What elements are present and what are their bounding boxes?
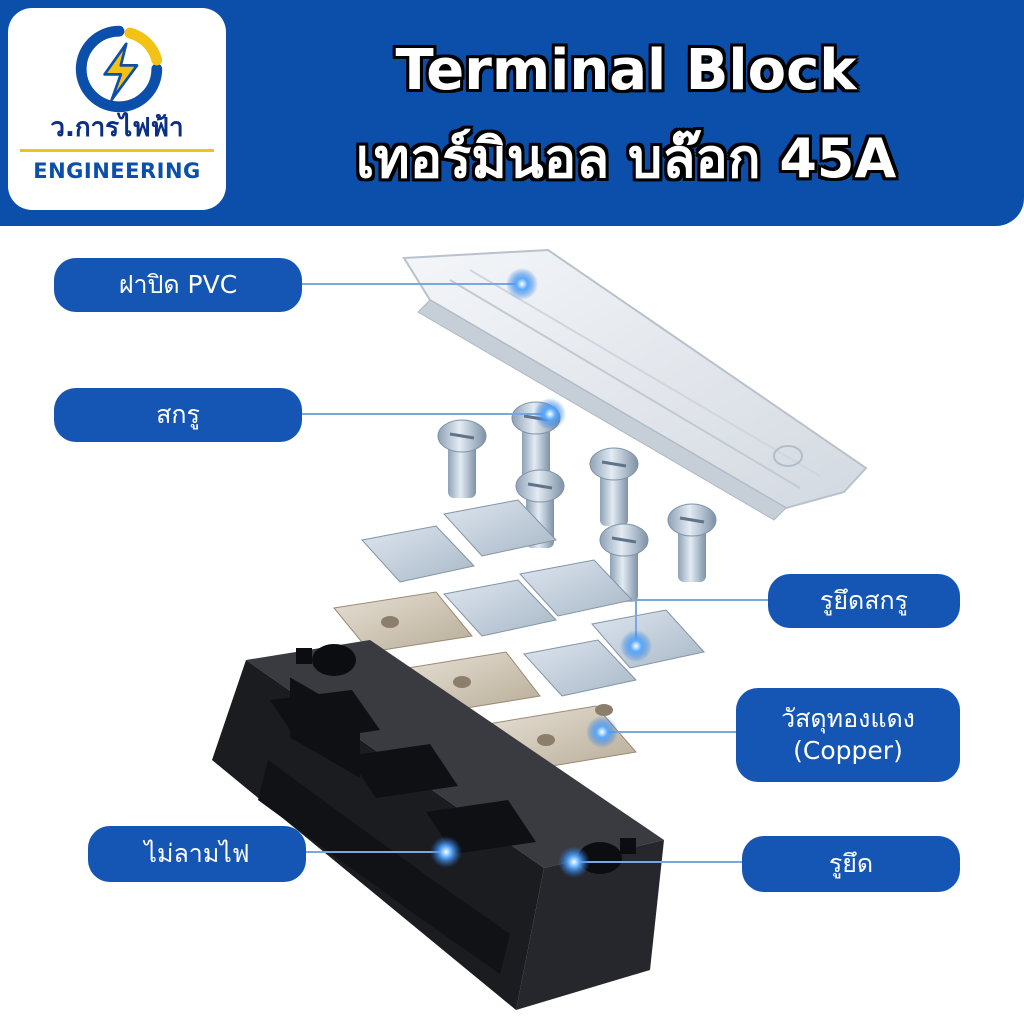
brand-name-thai: ว.การไฟฟ้า [50,113,184,143]
callout-copper-line2: (Copper) [793,736,903,765]
brand-name-english: ENGINEERING [33,159,201,183]
callout-mount-hole: รูยึด [742,836,960,892]
pvc-cover [402,248,868,521]
screw [667,503,717,582]
callout-copper: วัสดุทองแดง (Copper) [736,688,960,782]
brand-divider [20,149,214,152]
page-subtitle: เทอร์มินอล บล๊อก 45A [355,127,897,190]
callout-pvc-cover: ฝาปิด PVC [54,258,302,312]
brand-logo: ว.การไฟฟ้า ENGINEERING [8,8,226,210]
page-title: Terminal Block [395,38,857,103]
screw-group [437,401,717,602]
header-banner: ว.การไฟฟ้า ENGINEERING Terminal Block เท… [0,0,1024,226]
screw [437,419,487,498]
callout-screw: สกรู [54,388,302,442]
callout-copper-line1: วัสดุทองแดง [781,704,915,733]
callout-screw-hole: รูยึดสกรู [768,574,960,628]
lightning-circle-icon [75,25,163,113]
exploded-product-diagram [212,248,868,1010]
terminal-base [212,640,664,1010]
callout-flame-retardant: ไม่ลามไฟ [88,826,306,882]
callout-connectors [302,268,768,878]
screw [589,447,639,526]
